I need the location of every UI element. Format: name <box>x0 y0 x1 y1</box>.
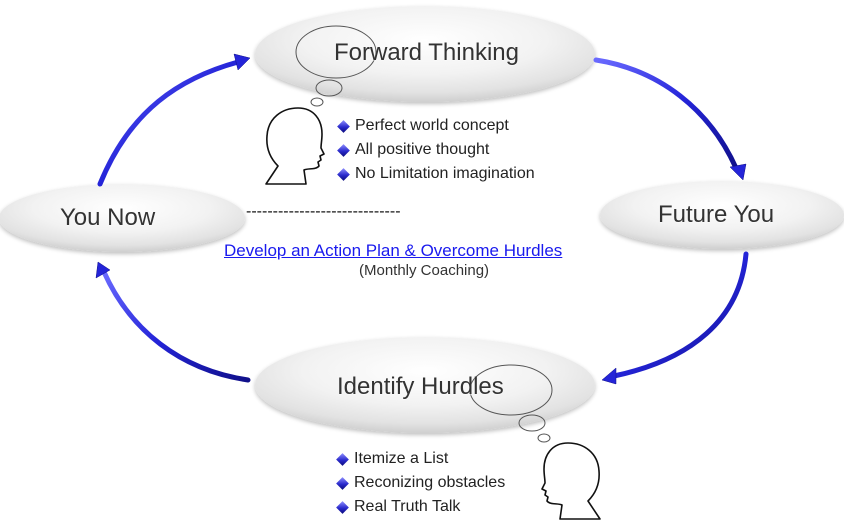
thought-bubble-icon <box>469 364 553 443</box>
arrow-you-now-to-forward-thinking <box>97 53 251 187</box>
monthly-coaching-note: (Monthly Coaching) <box>359 262 490 279</box>
forward-thinking-bullet-list: Perfect world concept All positive thoug… <box>336 114 535 186</box>
arrow-identify-hurdles-to-you-now <box>95 261 251 383</box>
head-silhouette-icon <box>541 442 601 520</box>
diamond-bullet-icon <box>337 119 350 133</box>
arrow-future-you-to-identify-hurdles <box>601 251 749 385</box>
diamond-bullet-icon <box>336 452 349 466</box>
identify-hurdles-bullet-list: Itemize a List Reconizing obstacles Real… <box>335 447 505 519</box>
you-now-oval <box>0 184 245 252</box>
list-item: Real Truth Talk <box>335 495 505 519</box>
identify-hurdles-oval <box>255 337 595 433</box>
forward-thinking-label: Forward Thinking <box>334 39 519 66</box>
you-now-label: You Now <box>60 204 156 231</box>
identify-hurdles-label: Identify Hurdles <box>337 373 504 400</box>
arrow-forward-thinking-to-future-you <box>593 57 747 181</box>
future-you-oval <box>600 181 844 249</box>
list-item: Itemize a List <box>335 447 505 471</box>
list-item: Perfect world concept <box>336 114 535 138</box>
head-silhouette-icon <box>265 107 325 185</box>
diamond-bullet-icon <box>336 476 349 490</box>
diamond-bullet-icon <box>337 143 350 157</box>
dashed-connector: ----------------------------- <box>246 203 401 220</box>
list-item: All positive thought <box>336 138 535 162</box>
list-item: Reconizing obstacles <box>335 471 505 495</box>
diamond-bullet-icon <box>337 167 350 181</box>
action-plan-link[interactable]: Develop an Action Plan & Overcome Hurdle… <box>224 241 563 260</box>
thought-bubble-icon <box>295 25 377 107</box>
future-you-label: Future You <box>658 201 775 228</box>
diamond-bullet-icon <box>336 500 349 514</box>
list-item: No Limitation imagination <box>336 162 535 186</box>
